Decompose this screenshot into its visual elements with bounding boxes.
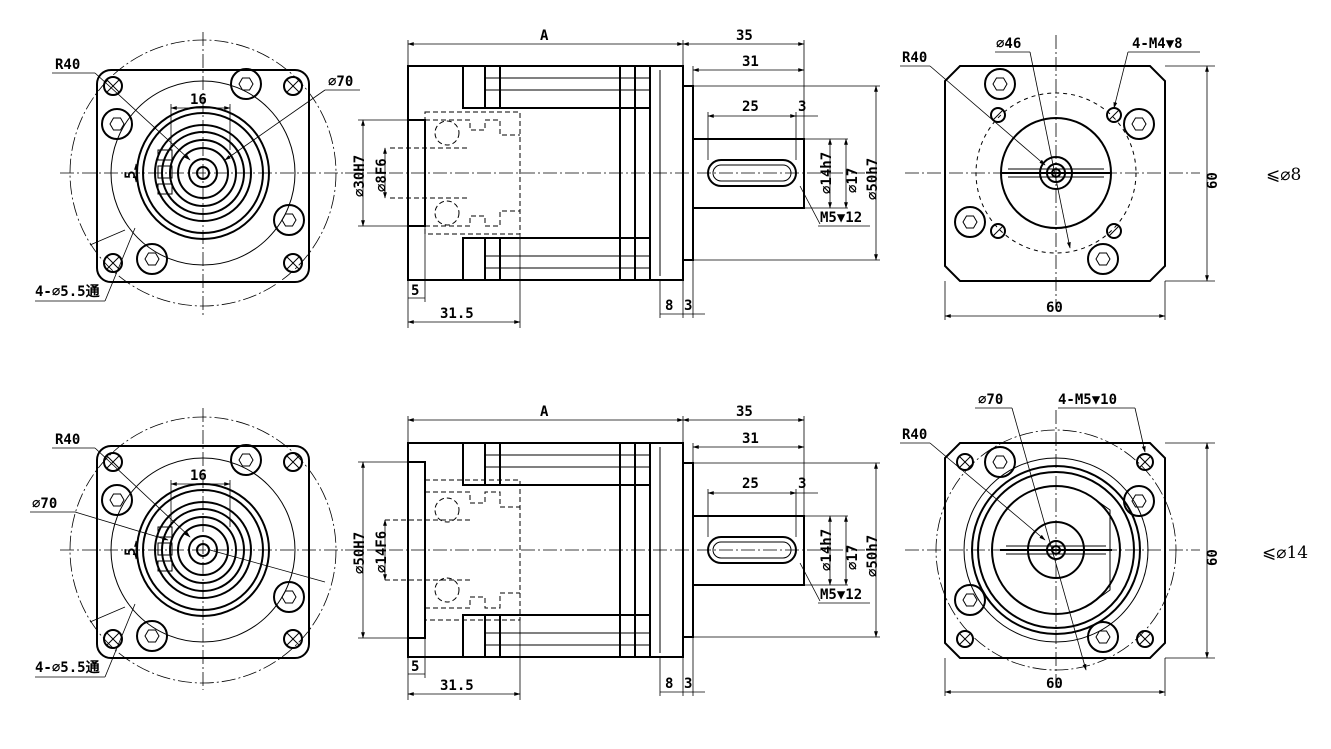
dim-dia14h7: ⌀14h7 bbox=[819, 529, 835, 571]
dim-5: 5 bbox=[123, 548, 139, 556]
socket-screw-icon bbox=[954, 446, 1155, 653]
dim-dia30h7: ⌀30H7 bbox=[352, 155, 368, 197]
dim-8: 8 bbox=[665, 298, 673, 314]
front-view-2: 16 5 R40 ⌀70 4-⌀5.5通 bbox=[30, 408, 345, 690]
side-view-1: A 35 31 25 3 ⌀14h7 ⌀17 ⌀50h7 M5▼12 ⌀30H7 bbox=[345, 28, 881, 328]
dim-dia17: ⌀17 bbox=[845, 545, 861, 570]
dim-60-vertical: 60 bbox=[1205, 172, 1221, 189]
label-r40: R40 bbox=[55, 432, 80, 448]
dim-25: 25 bbox=[742, 476, 759, 492]
dim-3-bottom: 3 bbox=[684, 676, 692, 692]
label-r40: R40 bbox=[902, 50, 927, 66]
label-r40: R40 bbox=[55, 57, 80, 73]
mounting-hole-icon bbox=[990, 107, 1122, 239]
mounting-hole-icon bbox=[956, 453, 1154, 648]
mounting-hole-icon bbox=[103, 76, 303, 273]
dim-5-bottom: 5 bbox=[411, 283, 419, 299]
dim-31: 31 bbox=[742, 431, 759, 447]
dim-5: 5 bbox=[123, 171, 139, 179]
drawing-1: 16 5 R40 ⌀70 4-⌀5.5通 bbox=[35, 28, 1301, 328]
dim-dia50h7-in: ⌀50H7 bbox=[352, 532, 368, 574]
dim-60-vertical: 60 bbox=[1205, 549, 1221, 566]
label-r40: R40 bbox=[902, 427, 927, 443]
mounting-hole-icon bbox=[103, 452, 303, 649]
socket-screw-icon bbox=[954, 68, 1155, 275]
dim-60-horizontal: 60 bbox=[1046, 300, 1063, 316]
dim-dia50h7-out: ⌀50h7 bbox=[865, 535, 881, 577]
side-view-2: A 35 31 25 3 ⌀14h7 ⌀17 ⌀50h7 M5▼12 ⌀50H7… bbox=[345, 404, 881, 700]
dim-dia17: ⌀17 bbox=[845, 168, 861, 193]
label-m5: M5▼12 bbox=[820, 587, 862, 603]
dim-8: 8 bbox=[665, 676, 673, 692]
label-m4: 4-M4▼8 bbox=[1132, 36, 1183, 52]
label-dia70: ⌀70 bbox=[978, 392, 1003, 408]
spec-label-1: ⩽⌀8 bbox=[1266, 165, 1301, 185]
label-m5: 4-M5▼10 bbox=[1058, 392, 1117, 408]
dim-31-5: 31.5 bbox=[440, 306, 474, 322]
dim-31: 31 bbox=[742, 54, 759, 70]
socket-screw-icon bbox=[101, 444, 305, 652]
label-dia70: ⌀70 bbox=[328, 74, 353, 90]
drawing-2: 16 5 R40 ⌀70 4-⌀5.5通 bbox=[30, 392, 1308, 700]
spec-label-2: ⩽⌀14 bbox=[1262, 543, 1308, 563]
dim-dia50h7: ⌀50h7 bbox=[865, 158, 881, 200]
rear-view-2: R40 ⌀70 4-M5▼10 60 60 bbox=[900, 392, 1221, 696]
label-holes: 4-⌀5.5通 bbox=[35, 660, 100, 676]
dim-3-bottom: 3 bbox=[684, 298, 692, 314]
dim-3: 3 bbox=[798, 476, 806, 492]
rear-view-1: R40 ⌀46 4-M4▼8 60 60 bbox=[900, 35, 1221, 320]
front-view-1: 16 5 R40 ⌀70 4-⌀5.5通 bbox=[35, 32, 360, 315]
dim-60-horizontal: 60 bbox=[1046, 676, 1063, 692]
dim-25: 25 bbox=[742, 99, 759, 115]
dim-A: A bbox=[540, 404, 549, 420]
label-dia46: ⌀46 bbox=[996, 36, 1021, 52]
dim-dia8f6: ⌀8F6 bbox=[374, 158, 390, 192]
dim-16: 16 bbox=[190, 92, 207, 108]
dim-3: 3 bbox=[798, 99, 806, 115]
dim-5-bottom: 5 bbox=[411, 659, 419, 675]
label-m5: M5▼12 bbox=[820, 210, 862, 226]
dim-dia14h7: ⌀14h7 bbox=[819, 152, 835, 194]
dim-35: 35 bbox=[736, 404, 753, 420]
label-holes: 4-⌀5.5通 bbox=[35, 284, 100, 300]
dim-31-5: 31.5 bbox=[440, 678, 474, 694]
dim-A: A bbox=[540, 28, 549, 44]
dim-16: 16 bbox=[190, 468, 207, 484]
socket-screw-icon bbox=[101, 68, 305, 275]
dim-dia14f6: ⌀14F6 bbox=[374, 531, 390, 573]
label-dia70: ⌀70 bbox=[32, 496, 57, 512]
dim-35: 35 bbox=[736, 28, 753, 44]
